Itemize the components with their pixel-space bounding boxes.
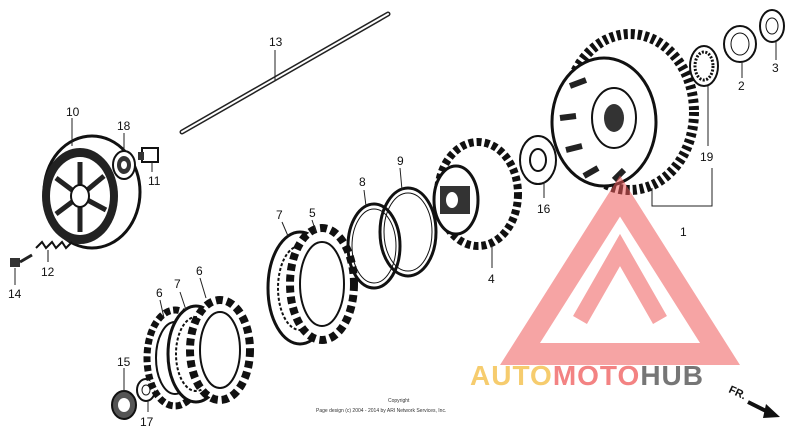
callout-4: 4 <box>488 272 495 286</box>
copyright-line-2: Page design (c) 2004 - 2014 by ARI Netwo… <box>316 408 446 414</box>
part-2-collar <box>723 25 757 78</box>
callout-13: 13 <box>269 35 283 49</box>
callout-7-b: 7 <box>276 208 283 222</box>
part-15-lock-nut <box>111 368 137 420</box>
callout-8: 8 <box>359 175 366 189</box>
part-5-friction-disc <box>286 219 358 344</box>
callout-2: 2 <box>738 79 745 93</box>
part-14-bolt <box>10 253 33 285</box>
part-8-judder-spring <box>346 189 402 290</box>
part-11-lifter-piece <box>138 147 159 172</box>
callout-9: 9 <box>397 154 404 168</box>
callout-7-a: 7 <box>174 277 181 291</box>
front-direction-arrow: FR. <box>727 384 780 418</box>
callout-19: 19 <box>700 150 714 164</box>
callout-15: 15 <box>117 355 131 369</box>
callout-6-b: 6 <box>196 264 203 278</box>
callout-3: 3 <box>772 61 779 75</box>
callout-10: 10 <box>66 105 80 119</box>
part-4-clutch-center <box>432 138 522 268</box>
watermark-moto: MOTO <box>553 360 640 391</box>
part-13-push-rod <box>179 11 391 135</box>
watermark-auto: AUTO <box>470 360 553 391</box>
callout-1: 1 <box>680 225 687 239</box>
part-18-bearing <box>112 133 136 180</box>
part-10-lifter-plate <box>42 118 142 250</box>
part-9-spring-seat <box>378 167 438 278</box>
callout-6-a: 6 <box>156 286 163 300</box>
callout-14: 14 <box>8 287 22 301</box>
callout-16: 16 <box>537 202 551 216</box>
direction-label: FR. <box>727 384 748 402</box>
part-16-thrust-washer <box>519 135 557 198</box>
copyright-line-1: Copyright <box>388 398 410 404</box>
part-19-needle-bearing <box>689 45 719 146</box>
part-1-clutch-outer <box>550 29 713 207</box>
callout-17: 17 <box>140 415 154 429</box>
watermark-hub: HUB <box>640 360 704 391</box>
callout-11: 11 <box>148 174 161 188</box>
callout-5: 5 <box>309 206 316 220</box>
part-3-washer <box>759 9 785 60</box>
watermark-text: AUTOMOTOHUB <box>470 360 704 391</box>
callout-12: 12 <box>41 265 55 279</box>
watermark-logo <box>500 175 740 365</box>
callout-18: 18 <box>117 119 131 133</box>
part-12-spring <box>35 240 73 262</box>
part-6-friction-disc-rear <box>186 277 254 404</box>
